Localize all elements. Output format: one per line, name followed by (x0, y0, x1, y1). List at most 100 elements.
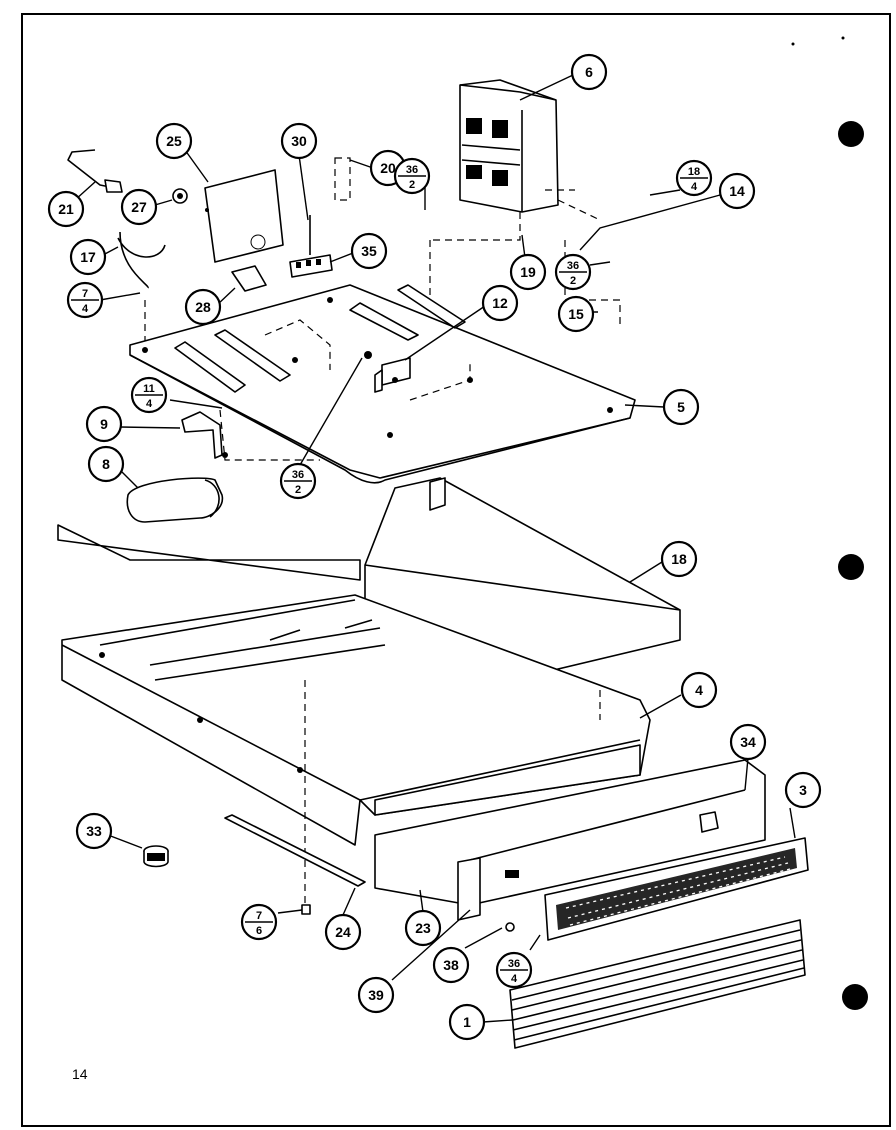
callout-c36_2a: 362 (393, 157, 431, 195)
callout-c5: 5 (662, 388, 700, 426)
callout-bottom: 2 (295, 484, 301, 496)
callout-c4: 4 (680, 671, 718, 709)
callout-c24: 24 (324, 913, 362, 951)
callout-top: 7 (82, 288, 88, 300)
callout-c7_6: 76 (240, 903, 278, 941)
callout-circle (404, 909, 442, 947)
part-fitting (172, 188, 188, 204)
part-relay (364, 351, 411, 393)
callout-c36_2b: 362 (554, 253, 592, 291)
callout-label: 23 (415, 920, 431, 936)
callout-label: 28 (195, 299, 211, 315)
callout-circle (481, 284, 519, 322)
leader-lines (74, 74, 796, 1023)
callout-top: 11 (143, 383, 155, 395)
callout-top: 36 (567, 260, 579, 272)
part-rail (224, 814, 366, 887)
callout-circle (660, 540, 698, 578)
part-strap (181, 411, 223, 459)
callout-circle (448, 1003, 486, 1041)
callout-c27: 27 (120, 188, 158, 226)
part-front-frame (374, 759, 766, 921)
part-cover-panel (204, 169, 284, 263)
callout-c34: 34 (729, 723, 767, 761)
callout-c35: 35 (350, 232, 388, 270)
callout-circle (680, 671, 718, 709)
callout-label: 17 (80, 249, 96, 265)
callout-label: 27 (131, 199, 147, 215)
binder-hole-top (838, 121, 864, 147)
callout-bottom: 2 (570, 275, 576, 287)
callout-label: 5 (677, 399, 685, 415)
callout-c15: 15 (557, 295, 595, 333)
callout-circle (784, 771, 822, 809)
callout-top: 18 (688, 166, 700, 178)
callout-c1: 1 (448, 1003, 486, 1041)
part-jar (143, 845, 169, 868)
callout-top: 36 (292, 469, 304, 481)
callout-circle (350, 232, 388, 270)
callout-label: 35 (361, 243, 377, 259)
part-bracket (231, 265, 267, 292)
callout-circle (729, 723, 767, 761)
callout-circle (324, 913, 362, 951)
callout-label: 14 (729, 183, 745, 199)
callout-circle (87, 445, 125, 483)
part-terminal-strip (289, 215, 333, 278)
speck (791, 42, 795, 46)
callout-top: 36 (406, 164, 418, 176)
callout-circle (184, 288, 222, 326)
part-control-box (459, 79, 559, 213)
callout-label: 9 (100, 416, 108, 432)
callout-circle (280, 122, 318, 160)
part-screw-small (505, 922, 515, 932)
callout-label: 39 (368, 987, 384, 1003)
callout-c36_2c: 362 (279, 462, 317, 500)
part-capacitor (126, 477, 224, 523)
callout-c21: 21 (47, 190, 85, 228)
callout-label: 3 (799, 782, 807, 798)
callout-c14: 14 (718, 172, 756, 210)
callout-c18: 18 (660, 540, 698, 578)
callout-top: 36 (508, 958, 520, 970)
callout-c30: 30 (280, 122, 318, 160)
callout-c17: 17 (69, 238, 107, 276)
callout-label: 21 (58, 201, 74, 217)
part-grille (509, 919, 806, 1049)
callout-circle (75, 812, 113, 850)
callout-circle (509, 253, 547, 291)
callout-label: 38 (443, 957, 459, 973)
callout-bottom: 4 (146, 398, 153, 410)
callout-label: 20 (380, 160, 396, 176)
callout-circle (120, 188, 158, 226)
callout-label: 6 (585, 64, 593, 80)
callout-bottom: 4 (82, 303, 89, 315)
callout-bottom: 4 (511, 973, 518, 985)
callout-c9: 9 (85, 405, 123, 443)
callout-circle (718, 172, 756, 210)
callout-bottom: 6 (256, 925, 262, 937)
callout-c19: 19 (509, 253, 547, 291)
part-screw (301, 904, 311, 915)
callout-label: 24 (335, 924, 351, 940)
callout-label: 1 (463, 1014, 471, 1030)
callout-label: 12 (492, 295, 508, 311)
callout-bottom: 4 (691, 181, 698, 193)
callout-circle (47, 190, 85, 228)
callout-c12: 12 (481, 284, 519, 322)
binder-hole-bottom (842, 984, 868, 1010)
callout-label: 25 (166, 133, 182, 149)
callout-c39: 39 (357, 976, 395, 1014)
callout-circle (69, 238, 107, 276)
callout-circle (557, 295, 595, 333)
callout-c18_4: 184 (675, 159, 713, 197)
callout-c3: 3 (784, 771, 822, 809)
callout-circle (432, 946, 470, 984)
part-tube (67, 149, 123, 193)
callout-c36_4: 364 (495, 951, 533, 989)
callout-c25: 25 (155, 122, 193, 160)
callout-c23: 23 (404, 909, 442, 947)
part-filter-frame (544, 837, 809, 941)
